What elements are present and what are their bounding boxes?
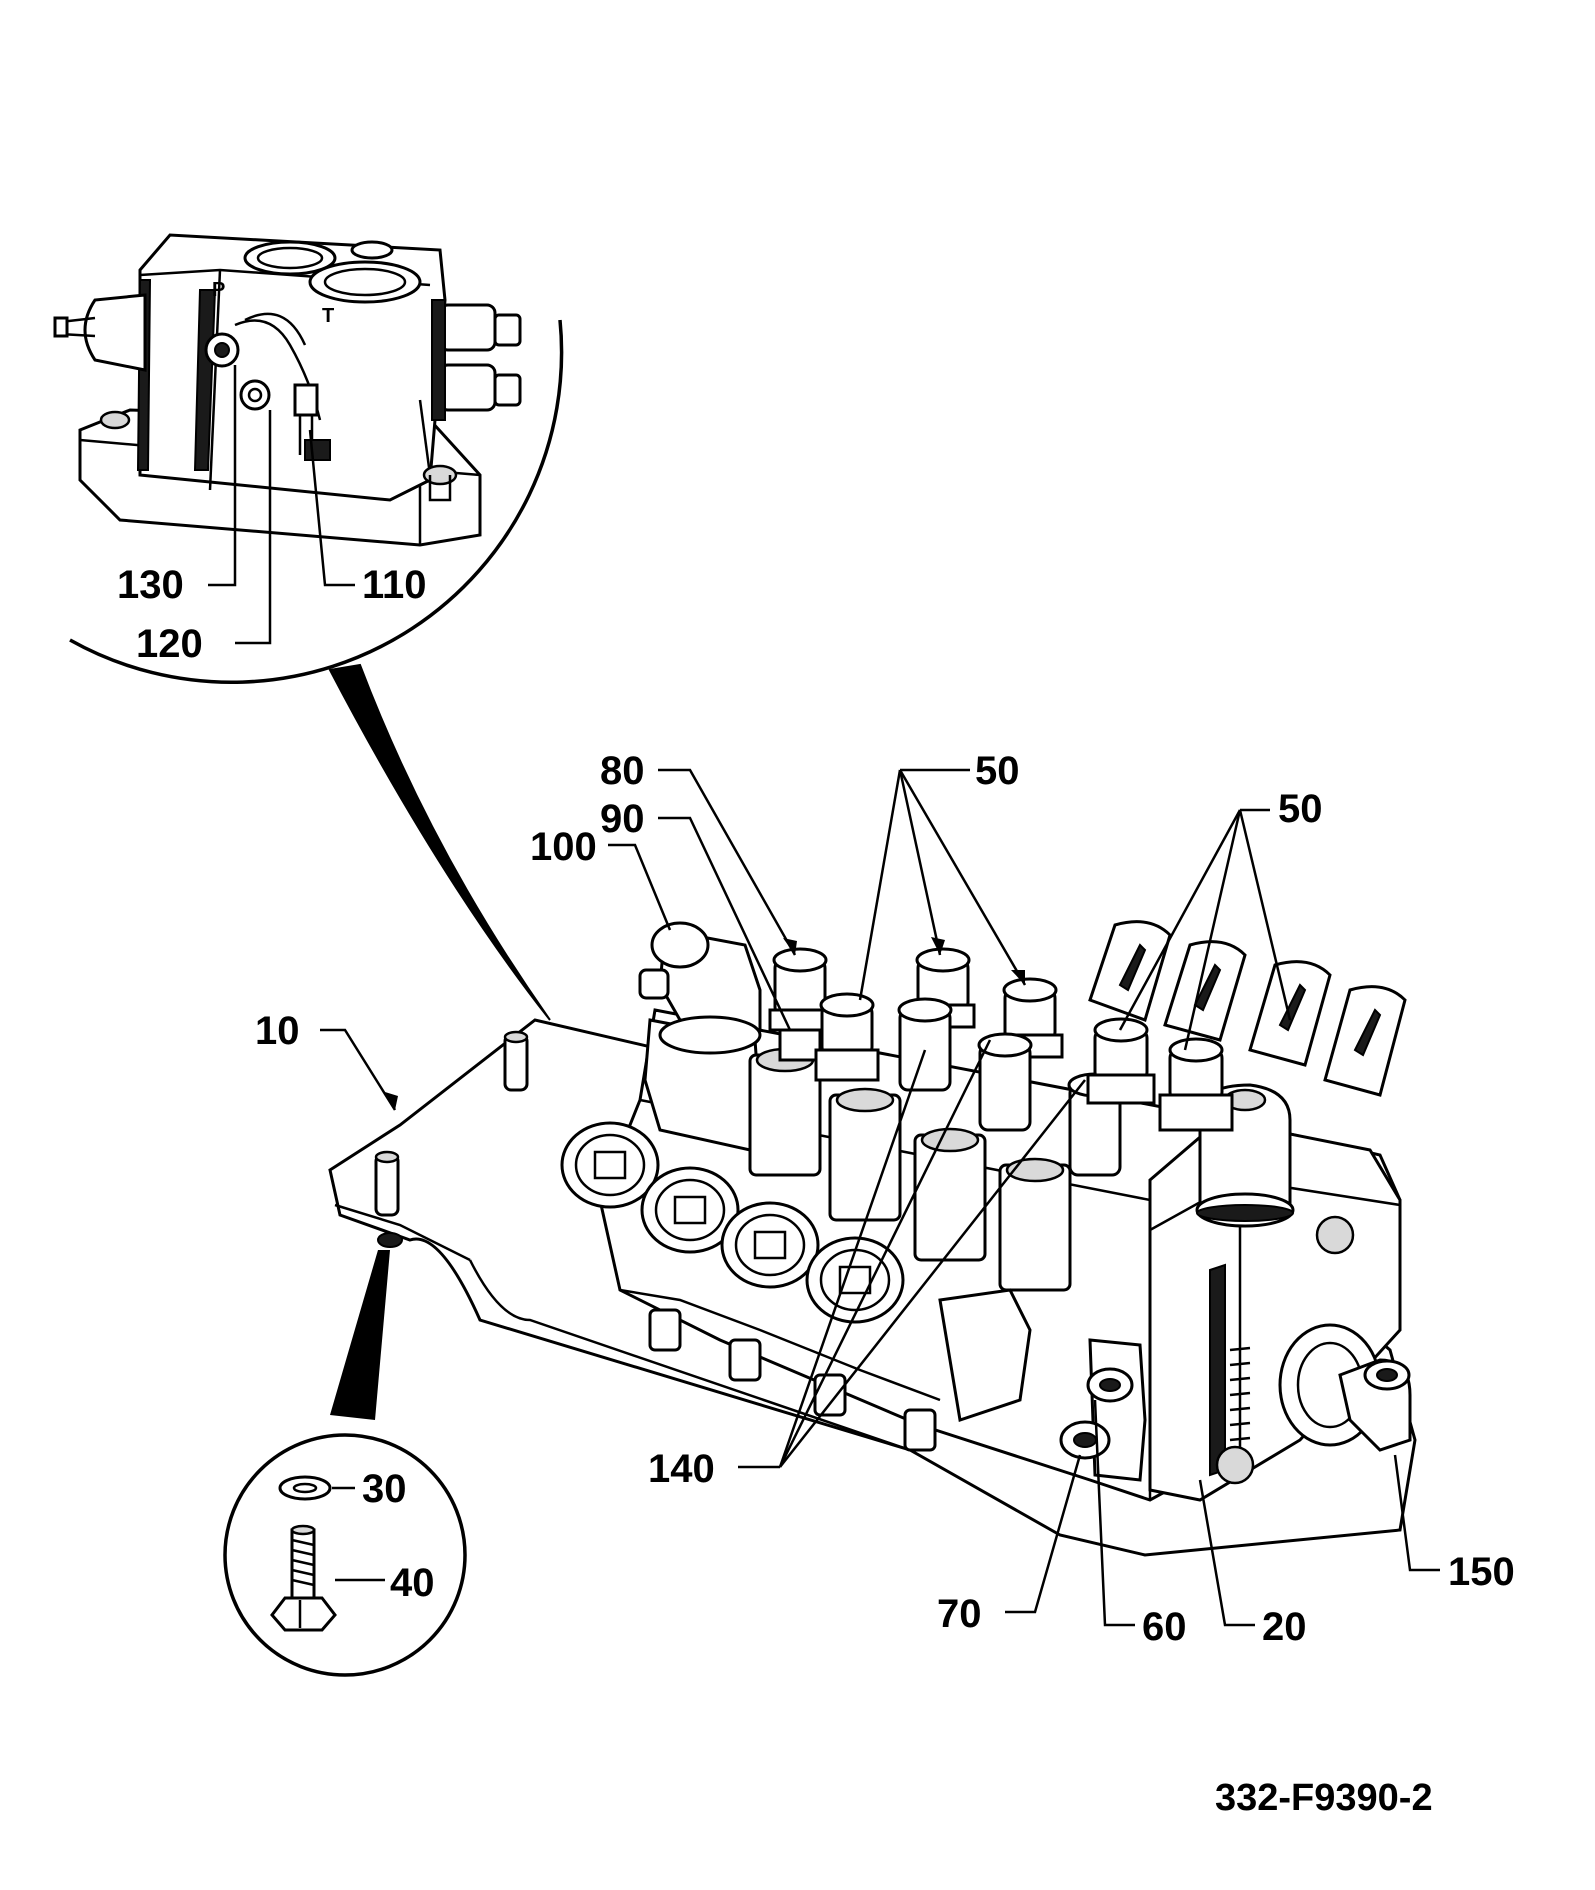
bolt-40-head <box>270 1596 337 1632</box>
part-120-hardware <box>239 379 271 411</box>
part-110-hardware <box>293 383 319 417</box>
inset-pointer-wedge <box>328 663 551 1021</box>
callout-70: 70 <box>937 1592 982 1636</box>
inset-fitting-upper <box>438 303 497 352</box>
leader-lines <box>320 768 1440 1627</box>
callout-60: 60 <box>1142 1605 1187 1649</box>
detail-inset-valve: P T <box>53 233 564 1021</box>
front-port-row <box>560 1121 905 1324</box>
main-valve-assembly <box>328 920 1417 1557</box>
plate-mounting-hole <box>377 1232 403 1248</box>
solenoid-coil-row <box>1088 920 1407 1097</box>
callout-140: 140 <box>648 1447 715 1491</box>
callout-20: 20 <box>1262 1605 1307 1649</box>
spool-block-2 <box>828 1093 902 1222</box>
callout-100: 100 <box>530 825 597 869</box>
callout-130: 130 <box>117 563 184 607</box>
callout-40: 40 <box>390 1561 435 1605</box>
port-letter-p: P <box>212 279 225 301</box>
callout-90: 90 <box>600 797 645 841</box>
callout-50-right: 50 <box>1278 787 1323 831</box>
inset-circle-arc <box>69 319 564 684</box>
hardware-pointer-wedge <box>330 1250 390 1420</box>
spool-block-3 <box>913 1133 987 1262</box>
callout-labels: 10 20 30 40 50 50 60 70 80 90 100 110 12… <box>117 563 1515 1649</box>
port-letter-t: T <box>322 305 334 327</box>
callout-80: 80 <box>600 749 645 793</box>
spool-block-4 <box>998 1163 1072 1292</box>
callout-150: 150 <box>1448 1550 1515 1594</box>
spool-section-row <box>748 947 1234 1292</box>
callout-120: 120 <box>136 622 203 666</box>
callout-30: 30 <box>362 1467 407 1511</box>
washer-30 <box>278 1475 332 1501</box>
callout-50-left: 50 <box>975 749 1020 793</box>
figure-id: 332-F9390-2 <box>1215 1777 1433 1819</box>
inset-fitting-lower <box>438 363 497 412</box>
inset-actuator <box>83 293 147 372</box>
lower-fittings-140 <box>619 1288 1032 1452</box>
plate-dowel-pin-2 <box>374 1153 400 1217</box>
spool-block-1 <box>748 1053 822 1177</box>
inset-leaders <box>208 365 355 645</box>
hardware-detail-circle <box>223 1250 467 1677</box>
callout-10: 10 <box>255 1009 300 1053</box>
hardware-circle <box>223 1433 467 1677</box>
callout-110: 110 <box>362 563 427 607</box>
relief-cap-90 <box>778 1028 822 1062</box>
